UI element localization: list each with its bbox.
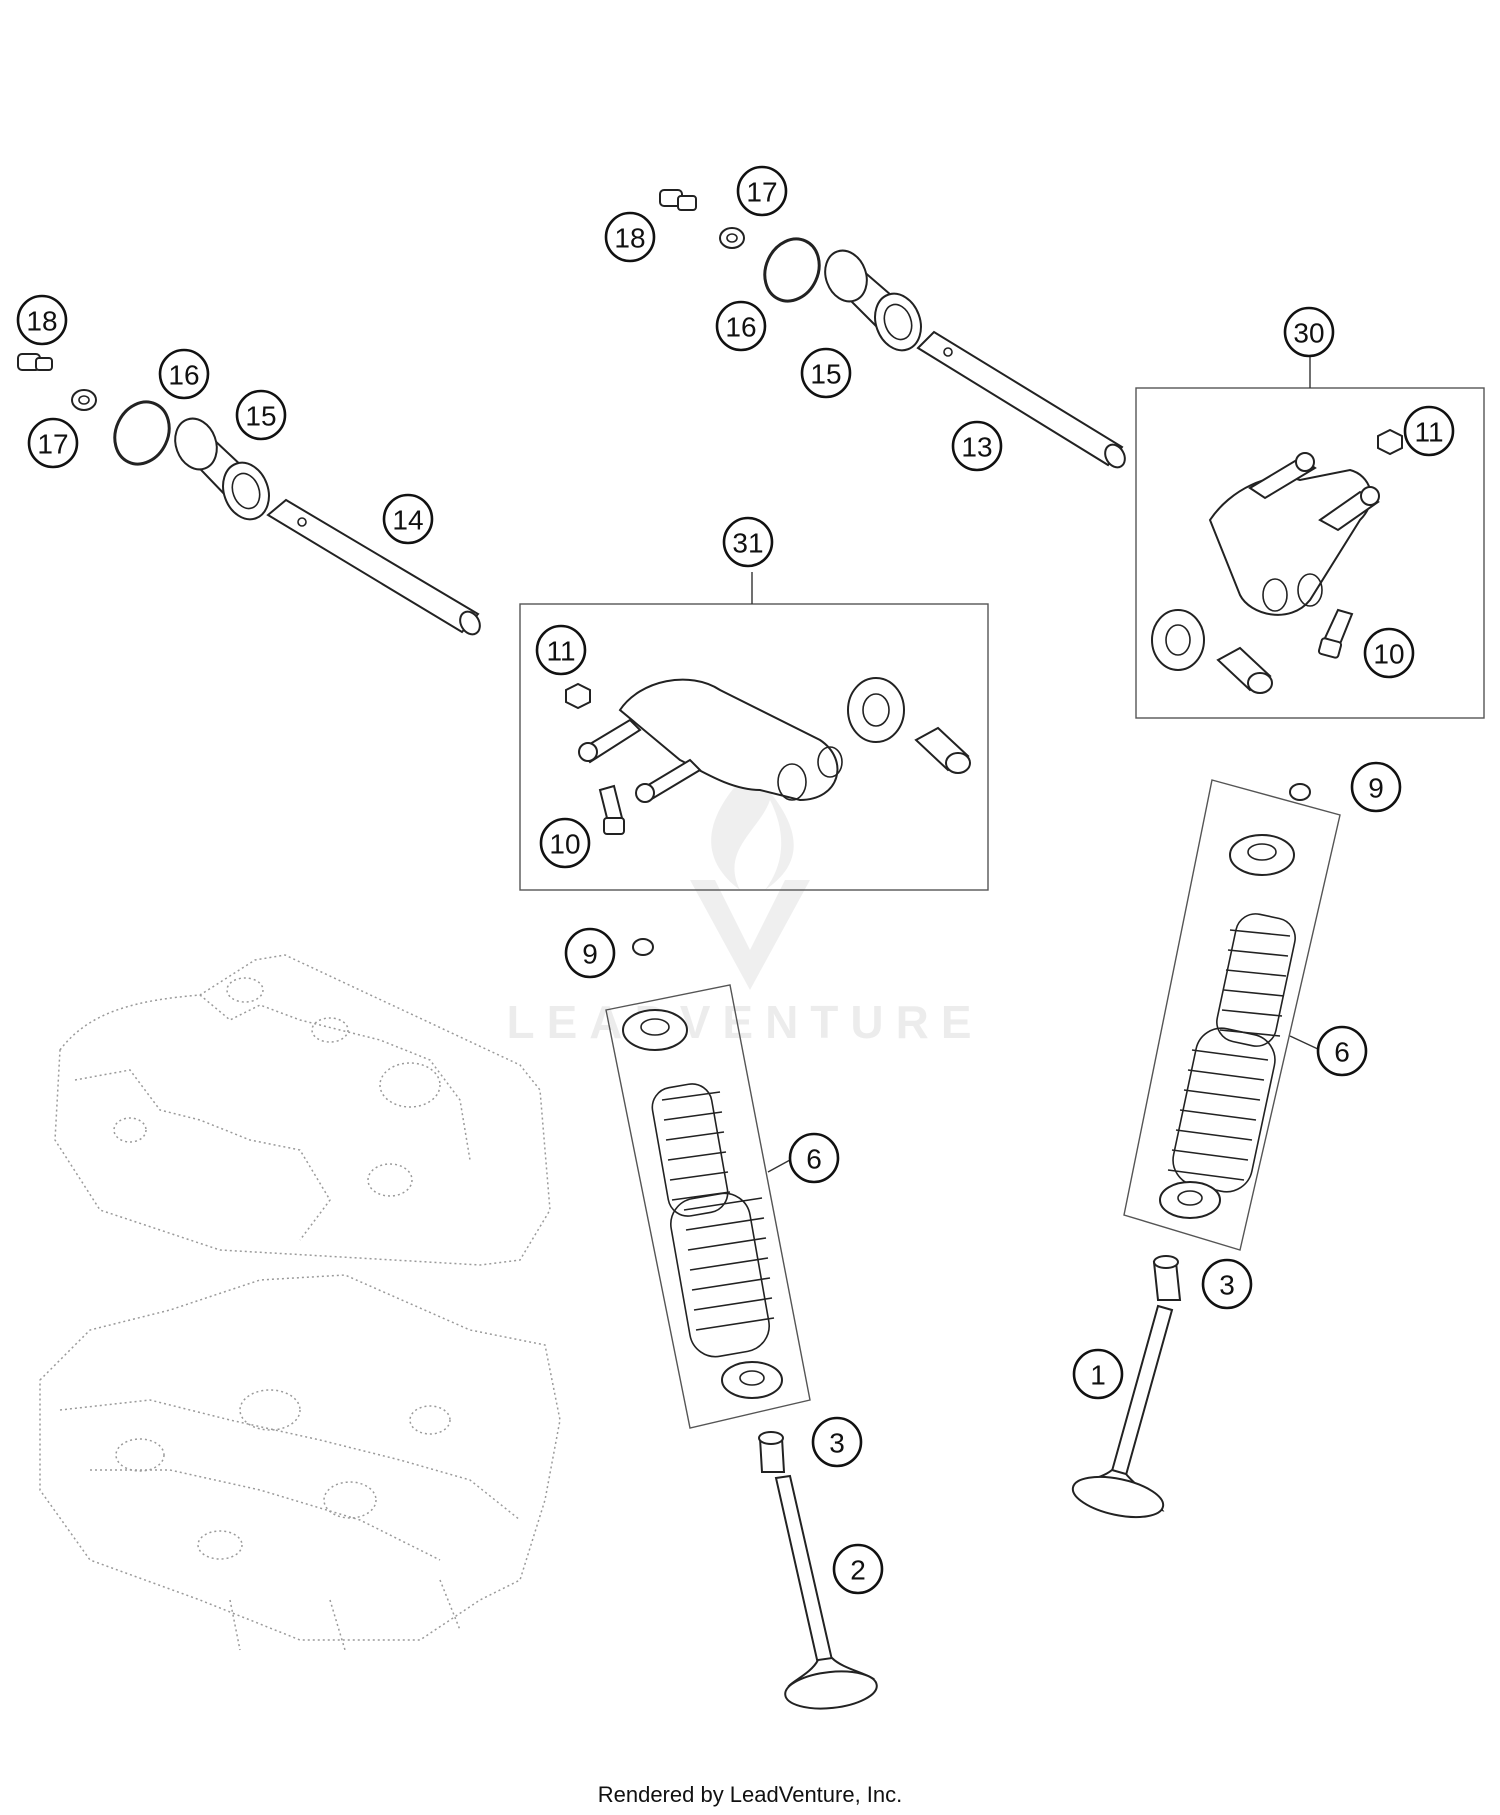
callout-16-c16b: 16 <box>715 300 767 352</box>
callout-30-c30: 30 <box>1283 306 1335 358</box>
callout-label: 16 <box>725 312 756 343</box>
part-outer-spring-left <box>670 1192 775 1358</box>
callout-10-c10b: 10 <box>1363 627 1415 679</box>
callout-label: 6 <box>1334 1037 1350 1068</box>
part-rocker-arm-30 <box>1208 452 1380 616</box>
watermark-text: LEADVENTURE <box>506 996 983 1048</box>
callout-16-c16a: 16 <box>158 348 210 400</box>
callout-3-c3a: 3 <box>811 1416 863 1468</box>
callout-31-c31: 31 <box>722 516 774 568</box>
callout-11-c11a: 11 <box>535 624 587 676</box>
callout-label: 18 <box>26 306 57 337</box>
callout-label: 15 <box>245 401 276 432</box>
part-valve-seal-3-right <box>1152 1255 1182 1301</box>
callout-label: 3 <box>829 1428 845 1459</box>
part-roller-30 <box>1151 609 1205 671</box>
part-roller-31 <box>847 677 905 743</box>
callout-1-c1: 1 <box>1072 1348 1124 1400</box>
part-shaft-13 <box>916 330 1126 469</box>
callout-label: 16 <box>168 360 199 391</box>
part-rocker-arm-31 <box>578 678 843 803</box>
callout-label: 17 <box>746 177 777 208</box>
callout-13-c13: 13 <box>951 420 1003 472</box>
callout-label: 9 <box>582 939 598 970</box>
part-cotter-9-left <box>632 938 654 956</box>
part-shaft-14 <box>266 498 481 636</box>
callout-2-c2: 2 <box>832 1543 884 1595</box>
part-spring-retainer-left <box>622 1009 688 1051</box>
part-bolt-18-left <box>17 353 53 371</box>
group-box-6-left <box>605 984 811 1429</box>
callout-label: 18 <box>614 223 645 254</box>
callout-15-c15a: 15 <box>235 389 287 441</box>
callout-6-c6b: 6 <box>1316 1025 1368 1077</box>
callout-label: 11 <box>546 636 575 667</box>
callout-17-c17a: 17 <box>27 417 79 469</box>
callout-label: 2 <box>850 1555 866 1586</box>
callout-label: 15 <box>810 359 841 390</box>
callout-label: 6 <box>806 1144 822 1175</box>
callout-11-c11b: 11 <box>1403 405 1455 457</box>
part-inner-spring-left <box>651 1083 731 1217</box>
callout-14-c14: 14 <box>382 493 434 545</box>
part-pin-31 <box>914 726 971 774</box>
watermark-logo <box>690 770 810 990</box>
callout-18-c18a: 18 <box>16 294 68 346</box>
callout-17-c17b: 17 <box>736 165 788 217</box>
part-valve-1 <box>1071 1304 1174 1519</box>
part-bushing-15-right <box>824 249 922 352</box>
callout-label: 31 <box>732 528 763 559</box>
callout-label: 9 <box>1368 773 1384 804</box>
callout-9-c9a: 9 <box>564 927 616 979</box>
callout-label: 11 <box>1414 417 1443 448</box>
part-valve-seal-3-left <box>758 1431 786 1473</box>
part-screw-10-left <box>598 784 625 835</box>
callout-label: 30 <box>1293 318 1324 349</box>
cylinder-head-outline <box>39 954 561 1651</box>
part-bolt-18-right <box>659 189 697 211</box>
part-valve-2 <box>774 1474 878 1710</box>
part-oring-16-right <box>763 237 821 303</box>
part-oring-16-left <box>113 400 171 466</box>
callout-label: 13 <box>961 432 992 463</box>
callout-15-c15b: 15 <box>800 347 852 399</box>
part-outer-spring-right <box>1167 1027 1276 1193</box>
part-washer-17-right <box>719 227 745 249</box>
part-spring-retainer-right <box>1229 834 1295 876</box>
callout-label: 17 <box>37 429 68 460</box>
part-nut-11-left <box>565 682 591 710</box>
callout-label: 10 <box>549 829 580 860</box>
callout-label: 10 <box>1373 639 1404 670</box>
part-nut-11-right <box>1377 428 1403 456</box>
part-pin-30 <box>1216 646 1273 694</box>
group-box-6-right <box>1123 779 1341 1251</box>
callout-18-c18b: 18 <box>604 211 656 263</box>
callout-label: 14 <box>392 505 423 536</box>
group-box-31 <box>519 603 989 891</box>
part-screw-10-right <box>1317 608 1354 659</box>
footer-credit: Rendered by LeadVenture, Inc. <box>597 1782 903 1807</box>
callout-9-c9b: 9 <box>1350 761 1402 813</box>
part-washer-17-left <box>71 389 97 411</box>
part-spring-seat-right <box>1159 1181 1221 1219</box>
part-bushing-15-left <box>174 417 270 521</box>
part-cotter-9-right <box>1289 783 1311 801</box>
callout-10-c10a: 10 <box>539 817 591 869</box>
callout-6-c6a: 6 <box>788 1132 840 1184</box>
callout-label: 1 <box>1090 1360 1106 1391</box>
callout-label: 3 <box>1219 1270 1235 1301</box>
part-inner-spring-right <box>1216 913 1296 1047</box>
part-spring-seat-left <box>721 1361 783 1399</box>
callout-3-c3b: 3 <box>1201 1258 1253 1310</box>
